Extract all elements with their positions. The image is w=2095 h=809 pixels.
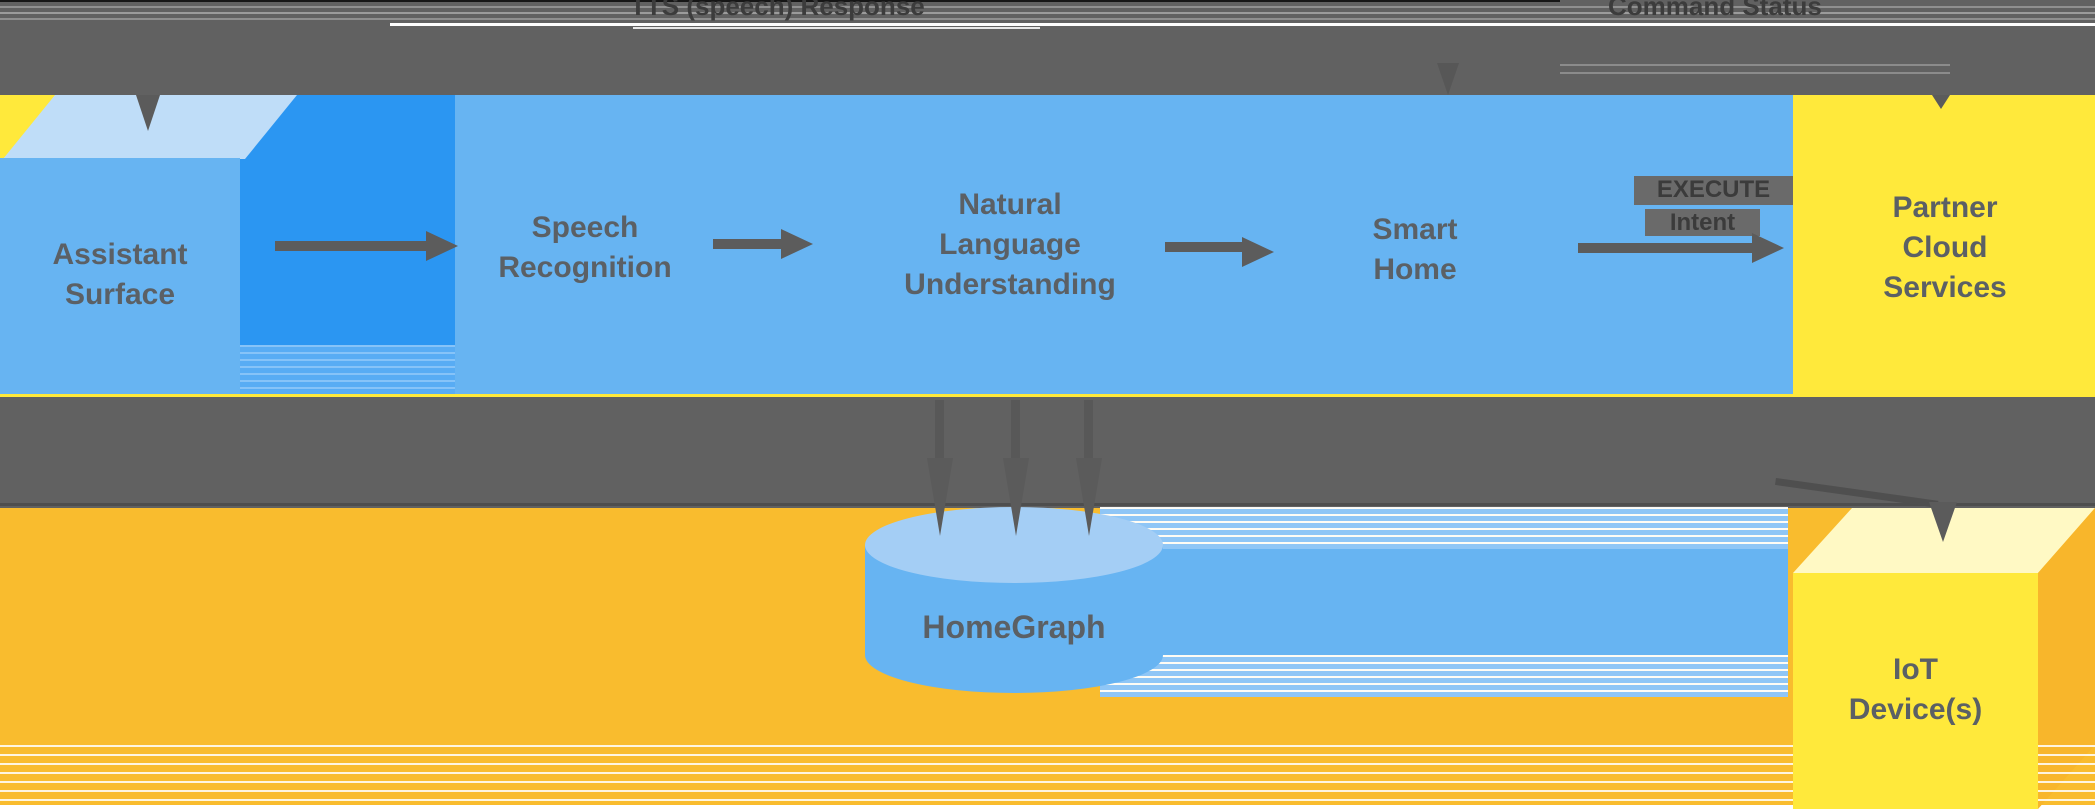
- execute-intent-label-line1: EXECUTE: [1634, 176, 1793, 205]
- tts-response-label: TTS (speech) Response: [630, 0, 925, 21]
- artifact-blue-band: [1100, 549, 1788, 655]
- artifact-line: [633, 27, 1040, 29]
- top-gray-band: [0, 0, 2095, 95]
- homegraph-cylinder: HomeGraph: [865, 507, 1163, 693]
- artifact-bottom-stripes: [0, 745, 1793, 805]
- assistant-surface-label: Assistant Surface: [52, 238, 188, 311]
- artifact-line: [1560, 64, 1950, 66]
- yellow-divider-line: [0, 394, 1793, 397]
- artifact-line: [0, 6, 2095, 8]
- command-status-arrowhead-icon: [1437, 63, 1459, 95]
- execute-intent-label-line2: Intent: [1645, 209, 1760, 236]
- partner-box-arrow-notch-icon: [1932, 95, 1950, 109]
- google-assistant-panel: [455, 95, 1793, 397]
- command-status-label: Command Status: [1608, 0, 1822, 21]
- artifact-line: [0, 12, 2095, 14]
- partner-cloud-services-box: [1793, 95, 2095, 397]
- artifact-dark-line: [0, 503, 2095, 506]
- iot-cube-front-face: [1793, 573, 2038, 809]
- iot-arrow-notch-icon: [1929, 502, 1957, 542]
- smart-home-label: Smart Home: [1372, 213, 1458, 286]
- assistant-cube-arrow-notch-icon: [136, 95, 160, 131]
- artifact-line: [1560, 72, 1950, 74]
- assistant-cube-front-face: [0, 158, 240, 395]
- homegraph-label: HomeGraph: [922, 609, 1106, 645]
- artifact-blue-stripes: [1100, 655, 1788, 697]
- bottom-white-strip: [0, 805, 2095, 809]
- artifact-bottom-stripes: [2038, 745, 2095, 805]
- artifact-blue-stripes: [1100, 507, 1788, 551]
- iot-devices-label: IoT Device(s): [1848, 653, 1983, 726]
- top-black-line: [0, 0, 1560, 2]
- partner-cloud-services-label: Partner Cloud Services: [1883, 191, 2007, 304]
- artifact-line: [0, 18, 2095, 20]
- middle-gray-band: [0, 397, 2095, 508]
- artifact-white-line: [390, 23, 2095, 26]
- natural-language-understanding-label: Natural Language Understanding: [904, 188, 1116, 301]
- speech-recognition-label: Speech Recognition: [498, 211, 672, 284]
